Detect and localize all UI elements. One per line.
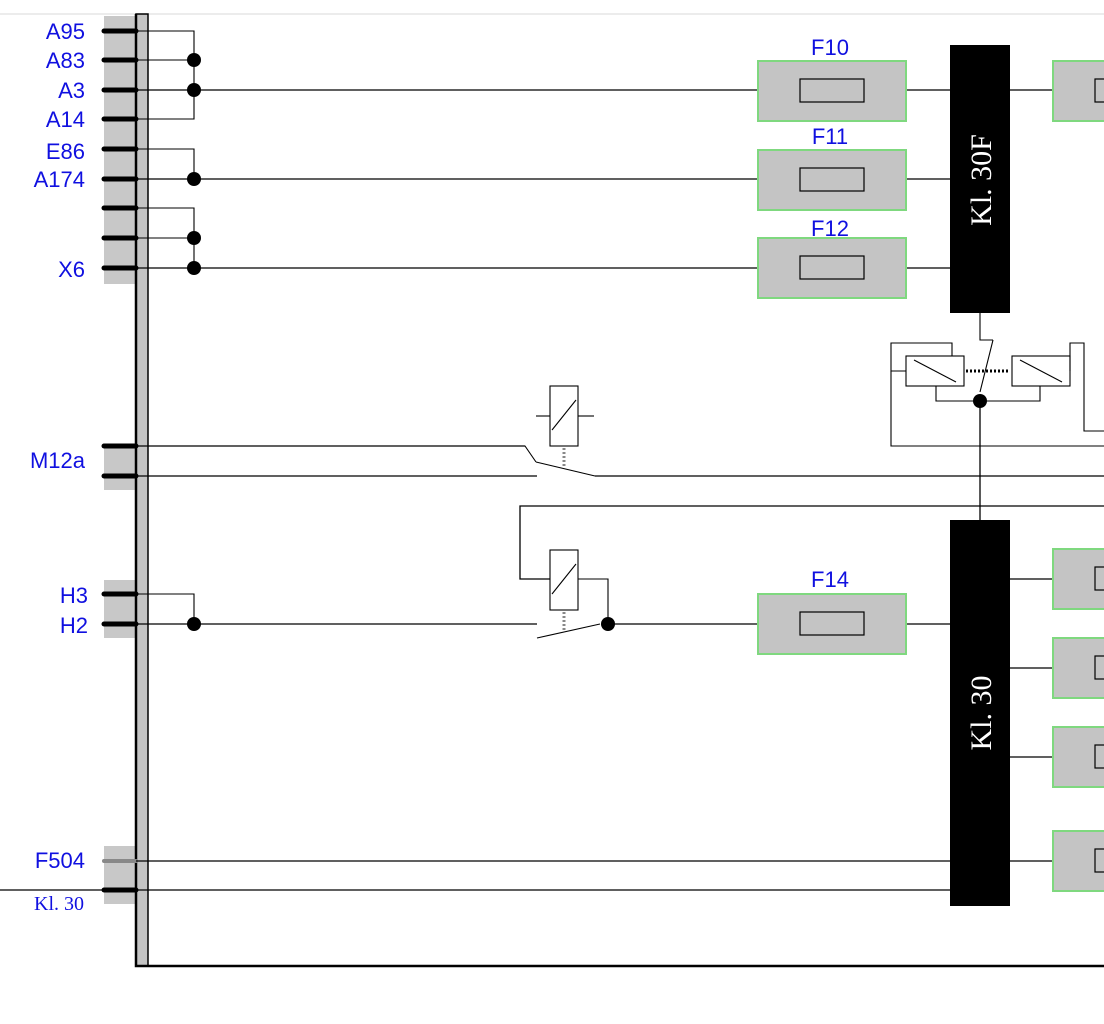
fuse-label-f10: F10 [811,35,849,60]
pin-label-a3: A3 [58,78,85,103]
housing-strip [135,13,149,967]
fuse-f11 [757,149,907,211]
pin-label-f504: F504 [35,848,85,873]
pin-label-a95: A95 [46,19,85,44]
junction-dot [187,53,201,67]
bus-bar-kl30 [950,520,1010,906]
fuse-f10 [757,60,907,122]
pin-label-h3: H3 [60,583,88,608]
pin-label-m12a: M12a [30,448,86,473]
pin-label-a83: A83 [46,48,85,73]
pin-label-kl30: Kl. 30 [34,893,84,915]
pin-label-e86: E86 [46,139,85,164]
bus-bar-label-kl30f: Kl. 30F [965,134,998,226]
connector-block-m12a [104,446,136,490]
connector-block-h [104,580,136,638]
bus-bar-kl30f [950,45,1010,313]
connector-block-f504 [104,846,136,904]
main-wires [0,89,1104,891]
fuse-label-f11: F11 [812,124,848,149]
changeover-relay [890,313,1104,447]
pin-label-x6: X6 [58,257,85,282]
pin-label-a14: A14 [46,107,85,132]
junction-dot [187,231,201,245]
relay-m12a [508,385,596,477]
pin-stubs [101,28,139,893]
bus-bar-label-kl30: Kl. 30 [965,676,998,751]
fuse-f12 [757,237,907,299]
relay-h2 [536,549,609,639]
fuse-label-f14: F14 [811,567,849,592]
bridge-wires [136,30,195,624]
fuse-label-f12: F12 [811,216,849,241]
pin-label-a174: A174 [34,167,85,192]
fuse-partial-right [1052,60,1104,892]
pin-label-h2: H2 [60,613,88,638]
housing-frame [134,14,1104,968]
fuse-f14 [757,593,907,655]
